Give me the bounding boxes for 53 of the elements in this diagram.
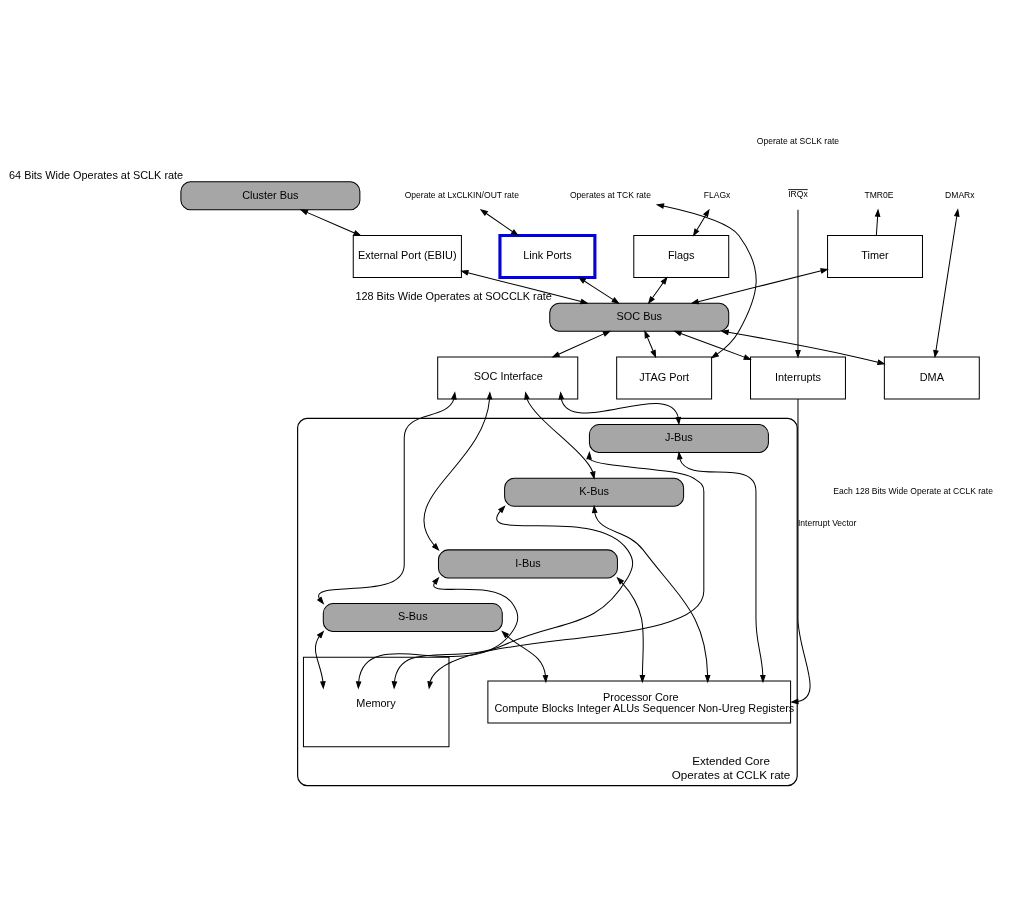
node-box: DMA: [883, 355, 980, 399]
node-label: 128 Bits Wide Operates at SOCCLK rate: [355, 289, 552, 302]
arrow: [933, 207, 960, 358]
arrow: [676, 450, 766, 683]
arrow: [501, 630, 549, 683]
arrow: [673, 330, 752, 360]
node-text: IRQx: [788, 188, 808, 199]
node-box: Cluster Bus: [180, 180, 361, 210]
node-text: Operates at TCK rate: [569, 189, 651, 200]
arrow: [692, 208, 710, 237]
label: Operate at SCLK rate: [756, 135, 840, 146]
arrow: [874, 208, 881, 236]
node-text: DMARx: [945, 189, 975, 200]
node-box: Interrupts: [750, 355, 846, 399]
arrow: [616, 576, 646, 683]
arrow: [577, 276, 620, 304]
arrow: [720, 329, 886, 365]
arrow: [299, 208, 362, 236]
node-text: TMR0E: [864, 189, 894, 200]
arrow: [524, 390, 596, 480]
node-box: SOC Bus: [549, 302, 730, 332]
node-box: Link Ports: [498, 233, 597, 279]
arrow: [314, 629, 326, 690]
arrow: [423, 390, 493, 551]
arrow: [460, 269, 589, 304]
arrow: [558, 390, 682, 425]
node-text: FLAGx: [703, 189, 731, 200]
arrow: [316, 390, 457, 605]
arrow: [690, 267, 829, 304]
arrow: [479, 208, 520, 236]
node-box: JTAG Port: [616, 355, 713, 399]
node-label: 64 Bits Wide Operates at SCLK rate: [9, 168, 184, 181]
arrow: [551, 330, 612, 357]
node-box: Flags: [633, 234, 730, 278]
edge-label: Interrupt Vector: [797, 517, 857, 528]
node-box: Timer: [827, 234, 923, 278]
arrow: [427, 450, 705, 689]
arrow: [644, 329, 657, 358]
arrow: [591, 504, 711, 683]
node-box: Memory: [302, 656, 450, 747]
arrow: [647, 275, 668, 304]
node-text: Operate at LxCLKIN/OUT rate: [404, 189, 519, 200]
node-box: S-Bus: [322, 602, 503, 632]
node-box: I-Bus: [437, 548, 618, 578]
arrow: [795, 208, 801, 358]
arrow: [355, 576, 519, 690]
arrow: [790, 397, 811, 704]
arrow: [655, 202, 757, 358]
node-box: External Port (EBIU): [352, 234, 462, 278]
node-box: K-Bus: [504, 477, 685, 507]
label: Each 128 Bits Wide Operate at CCLK rate: [833, 485, 993, 496]
arrow: [391, 504, 634, 690]
node-box: J-Bus: [588, 423, 769, 453]
